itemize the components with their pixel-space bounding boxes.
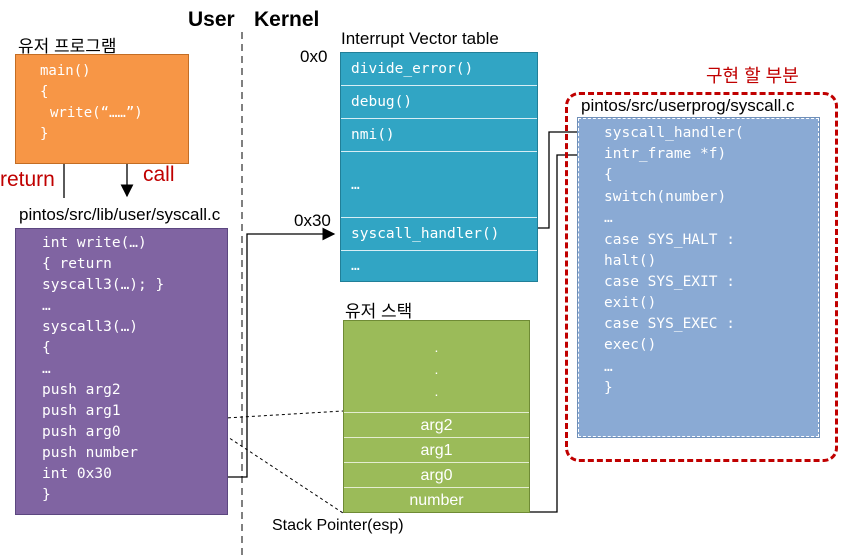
syscall-line: exit(): [604, 295, 657, 311]
lib-line: push arg2: [42, 382, 121, 398]
user-stack: . . . arg2 arg1 arg0 number: [343, 320, 530, 513]
syscall-line: …: [604, 359, 613, 375]
lib-title: pintos/src/lib/user/syscall.c: [19, 205, 221, 224]
user-program-line: {: [40, 84, 49, 100]
lib-line: { return: [42, 256, 112, 272]
syscall-line: case SYS_EXIT :: [604, 274, 735, 290]
lib-line: {: [42, 340, 51, 356]
ivt-row: debug(): [341, 86, 537, 119]
stack-title: 유저 스택: [345, 302, 413, 321]
ivt-row: …: [351, 258, 360, 274]
syscall-line: case SYS_HALT :: [604, 232, 735, 248]
syscall-title: pintos/src/userprog/syscall.c: [581, 96, 795, 115]
ivt-offset-handler: 0x30: [294, 211, 331, 230]
lib-syscall-box: int write(…) { return syscall3(…); } … s…: [15, 228, 228, 515]
stack-pointer-label: Stack Pointer(esp): [272, 517, 404, 534]
syscall-line: case SYS_EXEC :: [604, 316, 735, 332]
syscall-line: halt(): [604, 253, 657, 269]
interrupt-vector-table: divide_error() debug() nmi() … syscall_h…: [340, 52, 538, 282]
lib-line: …: [42, 361, 51, 377]
lib-line: push number: [42, 445, 139, 461]
stack-row-number: number: [344, 487, 529, 512]
kernel-syscall-box: syscall_handler( intr_frame *f) { switch…: [577, 117, 820, 438]
user-program-line: main(): [40, 63, 91, 79]
lib-line: int write(…): [42, 235, 147, 251]
lib-line: push arg1: [42, 403, 121, 419]
lib-line: }: [42, 487, 51, 503]
lib-line: push arg0: [42, 424, 121, 440]
syscall-line: exec(): [604, 337, 657, 353]
ivt-row-syscall-handler: syscall_handler(): [341, 218, 537, 251]
stack-dot: .: [434, 383, 439, 399]
implementation-frame: [565, 92, 838, 462]
stack-row-arg1: arg1: [344, 437, 529, 462]
ivt-row: nmi(): [341, 119, 537, 152]
stack-dot: .: [434, 339, 439, 355]
ivt-row: divide_error(): [341, 53, 537, 86]
syscall-line: intr_frame *f): [604, 146, 727, 162]
stack-row-arg2: arg2: [344, 412, 529, 437]
call-label: call: [143, 163, 175, 186]
stack-row-arg0: arg0: [344, 462, 529, 487]
ivt-title: Interrupt Vector table: [341, 29, 499, 48]
lib-line: …: [42, 298, 51, 314]
user-program-line: write(“……”): [50, 105, 143, 121]
user-program-title: 유저 프로그램: [18, 37, 117, 56]
ivt-row: …: [341, 152, 537, 218]
impl-title: 구현 할 부분: [706, 66, 799, 86]
user-program-box: main() { write(“……”) }: [15, 54, 189, 164]
kernel-header: Kernel: [254, 8, 320, 31]
stack-dot: .: [434, 361, 439, 377]
syscall-line: …: [604, 210, 613, 226]
user-header: User: [188, 8, 235, 31]
user-program-line: }: [40, 126, 49, 142]
lib-line: syscall3(…); }: [42, 277, 165, 293]
return-label: return: [0, 168, 55, 191]
esp-to-handler-arrow: [530, 148, 600, 513]
ivt-offset-start: 0x0: [300, 47, 328, 66]
syscall-line: }: [604, 380, 613, 396]
syscall-line: syscall_handler(: [604, 125, 744, 141]
lib-line: int 0x30: [42, 466, 112, 482]
lib-line: syscall3(…): [42, 319, 139, 335]
syscall-line: switch(number): [604, 189, 727, 205]
syscall-line: {: [604, 167, 613, 183]
